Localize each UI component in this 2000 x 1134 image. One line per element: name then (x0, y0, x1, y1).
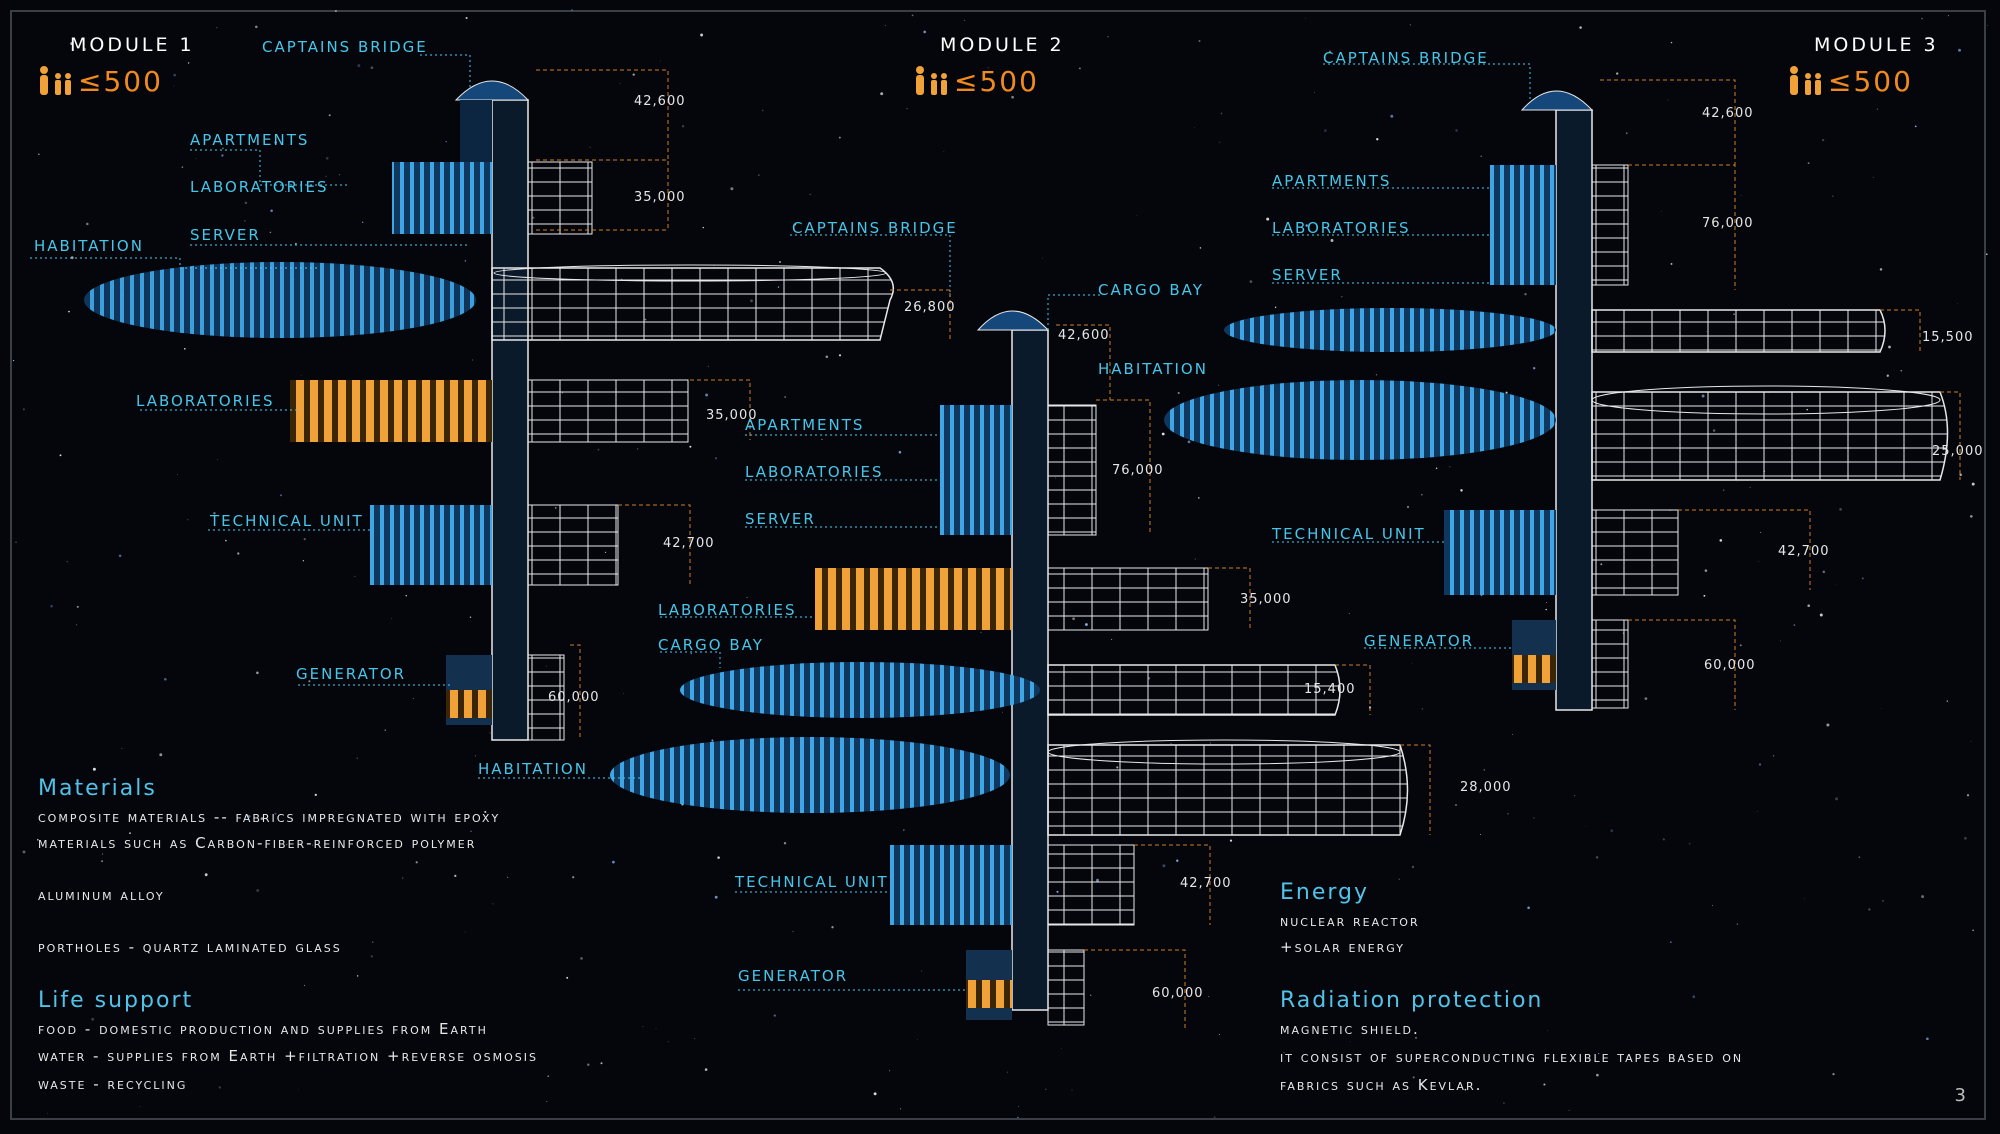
energy-line: nuclear reactor (1280, 912, 1420, 930)
materials-line: portholes - quartz laminated glass (38, 938, 342, 956)
label-captains-bridge: CAPTAINS BRIDGE (262, 38, 428, 56)
radiation-heading: Radiation protection (1280, 988, 1544, 1013)
crew-people-icon (40, 66, 71, 95)
dimension-value: 42,700 (663, 536, 715, 551)
materials-line: aluminum alloy (38, 886, 165, 904)
dimension-value: 76,000 (1112, 463, 1164, 478)
dimension-value: 15,400 (1304, 682, 1356, 697)
dimension-value: 60,000 (1152, 986, 1204, 1001)
energy-line: +solar energy (1280, 938, 1405, 956)
label-cargo-bay: CARGO BAY (658, 636, 764, 654)
label-captains-bridge: CAPTAINS BRIDGE (1323, 49, 1489, 67)
dimension-value: 15,500 (1922, 330, 1974, 345)
leader-lines (30, 54, 1531, 991)
label-habitation: HABITATION (1098, 360, 1208, 378)
dimension-value: 35,000 (634, 190, 686, 205)
life-support-line: waste - recycling (38, 1075, 188, 1093)
energy-heading: Energy (1280, 880, 1370, 905)
module-3-title: MODULE 3 (1814, 34, 1939, 56)
dimension-value: 42,700 (1180, 876, 1232, 891)
materials-line: materials such as Carbon-fiber-reinforce… (38, 834, 477, 852)
label-laboratories: LABORATORIES (136, 392, 275, 410)
module-2-illustration (610, 310, 1409, 1026)
dimension-value: 42,600 (1058, 328, 1110, 343)
materials-heading: Materials (38, 776, 157, 801)
radiation-line: it consist of superconducting flexible t… (1280, 1048, 1744, 1066)
dimension-value: 60,000 (548, 690, 600, 705)
label-habitation: HABITATION (34, 237, 144, 255)
label-generator: GENERATOR (1364, 632, 1475, 650)
page-number: 3 (1954, 1085, 1966, 1106)
label-laboratories: LABORATORIES (1272, 219, 1411, 237)
dimension-value: 42,700 (1778, 544, 1830, 559)
page-frame (10, 10, 1986, 1120)
module-3-illustration (1164, 90, 1949, 711)
dimension-value: 42,600 (1702, 106, 1754, 121)
dimension-value: 25,000 (1932, 444, 1984, 459)
label-apartments: APARTMENTS (745, 416, 865, 434)
label-generator: GENERATOR (296, 665, 407, 683)
label-technical-unit: TECHNICAL UNIT (210, 512, 364, 530)
crew-count: ≤500 (78, 64, 163, 98)
radiation-line: magnetic shield. (1280, 1020, 1420, 1038)
module-1-illustration (84, 80, 895, 741)
label-apartments: APARTMENTS (1272, 172, 1392, 190)
dimension-value: 26,800 (904, 300, 956, 315)
label-habitation: HABITATION (478, 760, 588, 778)
label-cargo-bay: CARGO BAY (1098, 281, 1204, 299)
dimension-value: 35,000 (706, 408, 758, 423)
crew-count: ≤500 (1828, 64, 1913, 98)
module-2-title: MODULE 2 (940, 34, 1065, 56)
module-2-crew: ≤500 (912, 64, 1039, 98)
label-server: SERVER (1272, 266, 1343, 284)
label-server: SERVER (745, 510, 816, 528)
label-laboratories: LABORATORIES (745, 463, 884, 481)
dimension-value: 76,000 (1702, 216, 1754, 231)
dimension-lines (536, 69, 1961, 1030)
label-technical-unit: TECHNICAL UNIT (735, 873, 889, 891)
crew-count: ≤500 (954, 64, 1039, 98)
crew-people-icon (1790, 66, 1821, 95)
label-captains-bridge: CAPTAINS BRIDGE (792, 219, 958, 237)
module-1-crew: ≤500 (36, 64, 163, 98)
label-laboratories: LABORATORIES (658, 601, 797, 619)
label-laboratories: LABORATORIES (190, 178, 329, 196)
dimension-value: 60,000 (1704, 658, 1756, 673)
module-3-crew: ≤500 (1786, 64, 1913, 98)
dimension-value: 28,000 (1460, 780, 1512, 795)
dimension-value: 42,600 (634, 94, 686, 109)
dimension-value: 35,000 (1240, 592, 1292, 607)
label-technical-unit: TECHNICAL UNIT (1272, 525, 1426, 543)
life-support-line: food - domestic production and supplies … (38, 1020, 488, 1038)
radiation-line: fabrics such as Kevlar. (1280, 1076, 1483, 1094)
label-server: SERVER (190, 226, 261, 244)
materials-line: composite materials -- fabrics impregnat… (38, 808, 501, 826)
label-generator: GENERATOR (738, 967, 849, 985)
module-1-title: MODULE 1 (70, 34, 195, 56)
life-support-heading: Life support (38, 988, 194, 1013)
label-apartments: APARTMENTS (190, 131, 310, 149)
life-support-line: water - supplies from Earth +filtration … (38, 1047, 539, 1065)
crew-people-icon (916, 66, 947, 95)
